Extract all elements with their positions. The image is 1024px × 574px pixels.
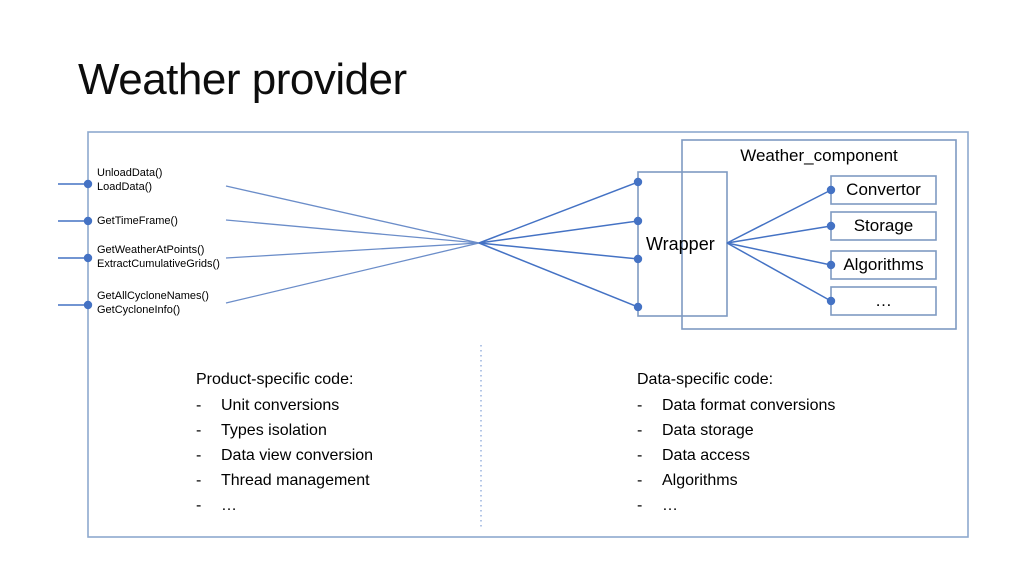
product-specific-column: Product-specific code: - Unit conversion… <box>196 367 373 518</box>
bullet-marker: - <box>196 422 202 439</box>
api-label-unloaddata: UnloadData() <box>97 167 163 179</box>
api-label-extractcumulativegrids: ExtractCumulativeGrids() <box>97 258 220 270</box>
list-item: - Types isolation <box>196 418 373 443</box>
api-label-getweatheratpoints: GetWeatherAtPoints() <box>97 244 205 256</box>
wrapper-dot-4 <box>633 302 643 312</box>
hub-to-wrapper-lines <box>478 181 639 308</box>
weather-component-frame <box>681 139 957 330</box>
product-specific-heading: Product-specific code: <box>196 371 354 388</box>
list-item: - Data view conversion <box>196 443 373 468</box>
left-fan-lines <box>225 185 480 304</box>
api-group-2: GetTimeFrame() <box>97 214 178 228</box>
data-specific-column: Data-specific code: - Data format conver… <box>637 367 835 518</box>
list-item-label: Types isolation <box>221 422 327 439</box>
api-label-getcycloneinfo: GetCycloneInfo() <box>97 304 181 316</box>
list-item-label: Data access <box>662 447 751 464</box>
list-item-label: … <box>662 497 678 514</box>
list-item-label: Data view conversion <box>221 447 374 464</box>
list-item: - … <box>196 493 373 518</box>
component-dot-more <box>826 296 836 306</box>
page-title: Weather provider <box>78 55 407 104</box>
bullet-marker: - <box>637 497 643 514</box>
bullet-marker: - <box>196 397 202 414</box>
api-dot-1 <box>83 179 93 189</box>
list-item-label: Data format conversions <box>662 397 836 414</box>
api-connector-stubs <box>58 183 88 306</box>
component-dot-storage <box>826 221 836 231</box>
bullet-marker: - <box>196 447 202 464</box>
component-dot-algorithms <box>826 260 836 270</box>
wrapper-dot-2 <box>633 216 643 226</box>
list-item-label: Data storage <box>662 422 754 439</box>
bullet-marker: - <box>637 397 643 414</box>
api-dot-3 <box>83 253 93 263</box>
api-label-loaddata: LoadData() <box>97 181 153 193</box>
list-item: - … <box>637 493 835 518</box>
wrapper-dot-3 <box>633 254 643 264</box>
weather-component-title: Weather_component <box>740 146 898 165</box>
bullet-marker: - <box>196 497 202 514</box>
component-label-more: … <box>875 291 892 310</box>
bullet-marker: - <box>637 422 643 439</box>
list-item: - Unit conversions <box>196 393 373 418</box>
list-item: - Algorithms <box>637 468 835 493</box>
component-label-convertor: Convertor <box>846 180 921 199</box>
list-item: - Data storage <box>637 418 835 443</box>
list-item: - Data format conversions <box>637 393 835 418</box>
outer-frame <box>87 131 969 538</box>
wrapper-label: Wrapper <box>646 234 715 254</box>
wrapper-dot-1 <box>633 177 643 187</box>
api-group-3: GetWeatherAtPoints() ExtractCumulativeGr… <box>97 243 220 271</box>
component-box-algorithms[interactable] <box>830 250 937 280</box>
bullet-marker: - <box>196 472 202 489</box>
data-specific-heading: Data-specific code: <box>637 371 774 388</box>
bullet-marker: - <box>637 447 643 464</box>
component-box-convertor[interactable] <box>830 175 937 205</box>
api-label-gettimeframe: GetTimeFrame() <box>97 215 178 227</box>
api-dot-4 <box>83 300 93 310</box>
connection-dots <box>83 177 836 312</box>
list-item-label: … <box>221 497 237 514</box>
component-box-more[interactable] <box>830 286 937 316</box>
list-item-label: Algorithms <box>662 472 738 489</box>
component-label-storage: Storage <box>853 216 914 235</box>
api-group-1: UnloadData() LoadData() <box>97 166 162 194</box>
api-group-4: GetAllCycloneNames() GetCycloneInfo() <box>97 289 209 317</box>
bullet-marker: - <box>637 472 643 489</box>
api-dot-2 <box>83 216 93 226</box>
component-boxes <box>830 175 937 316</box>
component-dot-convertor <box>826 185 836 195</box>
component-label-algorithms: Algorithms <box>843 255 924 274</box>
list-item-label: Thread management <box>221 472 370 489</box>
wrapper-to-components-lines <box>726 189 832 302</box>
list-item: - Data access <box>637 443 835 468</box>
list-item: - Thread management <box>196 468 373 493</box>
api-label-getallcyclonenames: GetAllCycloneNames() <box>97 290 209 302</box>
component-box-storage[interactable] <box>830 211 937 241</box>
list-item-label: Unit conversions <box>221 397 340 414</box>
